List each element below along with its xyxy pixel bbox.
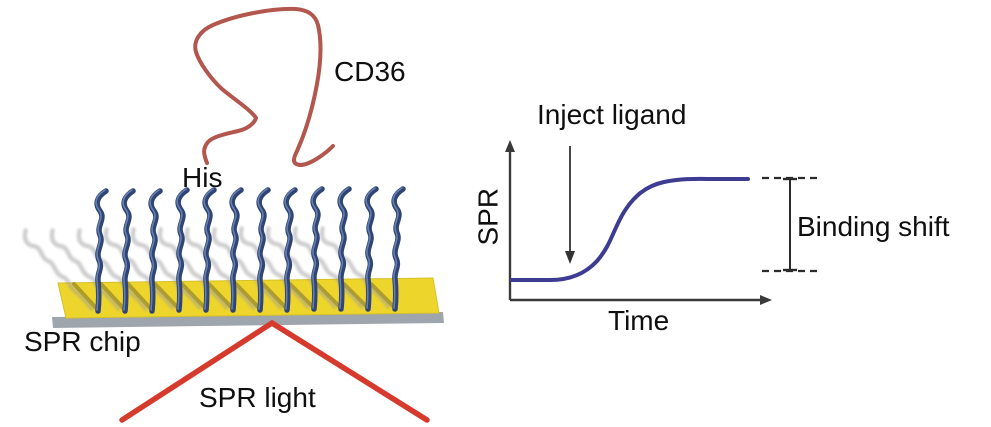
x-axis-arrowhead-icon: [760, 295, 772, 305]
his-tag-squiggle-highlight: [203, 188, 214, 310]
shadow-squiggle: [103, 227, 175, 310]
chip-shadow-streak: [261, 282, 289, 311]
his-tag-squiggle-highlight: [311, 187, 322, 309]
his-label: His: [182, 162, 223, 193]
spr-y-axis-label: SPR: [472, 187, 504, 246]
shadow-squiggle: [292, 226, 364, 309]
his-tag-squiggle-highlight: [392, 187, 403, 309]
shadow-squiggle: [22, 228, 94, 311]
his-tag-squiggle-highlight: [284, 188, 295, 310]
chip-shadow-streak: [288, 282, 316, 310]
his-tag-squiggles: [94, 186, 406, 314]
his-tag-squiggle-highlight: [230, 188, 241, 310]
his-tag-squiggle-highlight: [176, 188, 187, 310]
chip-shadow-streak: [153, 282, 181, 311]
shadow-squiggle: [238, 226, 310, 309]
shadow-squiggles: [22, 226, 391, 311]
chip-shadow-streak: [72, 282, 100, 312]
spr-light-label: SPR light: [199, 382, 316, 413]
cd36-label: CD36: [334, 56, 406, 87]
chip-shadow-streak: [315, 282, 343, 310]
binding-shift-label: Binding shift: [797, 211, 950, 242]
chip-shadow-streak: [207, 282, 235, 311]
spr-light-beam: [119, 319, 430, 423]
shadow-squiggle: [211, 227, 283, 310]
his-tag-squiggle-highlight: [95, 189, 106, 311]
his-tag-squiggle-highlight: [338, 187, 349, 309]
shadow-squiggle: [76, 228, 148, 311]
spr-chip-label: SPR chip: [24, 326, 141, 357]
shadow-squiggle: [319, 226, 391, 309]
y-axis-arrowhead-icon: [505, 140, 515, 152]
chip-shadow-streak: [234, 282, 262, 311]
time-x-axis-label: Time: [608, 305, 670, 336]
his-tag-squiggle-highlight: [257, 188, 268, 310]
shadow-squiggle: [265, 226, 337, 309]
chip-shadow-streak: [126, 282, 154, 312]
shadow-squiggle: [49, 228, 121, 311]
shadow-squiggle: [130, 227, 202, 310]
sensorgram-plot: [505, 140, 818, 305]
sensorgram-curve: [510, 176, 750, 282]
inject-arrow: [565, 146, 575, 264]
chip-shadow-streaks: [72, 282, 397, 312]
chip-shadow-streak: [180, 282, 208, 311]
cd36-protein-curve: [193, 6, 335, 168]
his-tag-squiggle-highlight: [365, 187, 376, 309]
his-tag-squiggle-highlight: [149, 189, 160, 311]
inject-ligand-label: Inject ligand: [537, 99, 687, 130]
inject-arrowhead-icon: [565, 251, 575, 264]
shadow-squiggle: [157, 227, 229, 310]
chip-shadow-streak: [342, 282, 370, 310]
chip-shadow-streak: [369, 282, 397, 310]
chip-shadow-streak: [99, 282, 127, 312]
binding-shift-bracket: [762, 176, 818, 273]
his-tag-squiggle-highlight: [122, 189, 133, 311]
shadow-squiggle: [184, 227, 256, 310]
